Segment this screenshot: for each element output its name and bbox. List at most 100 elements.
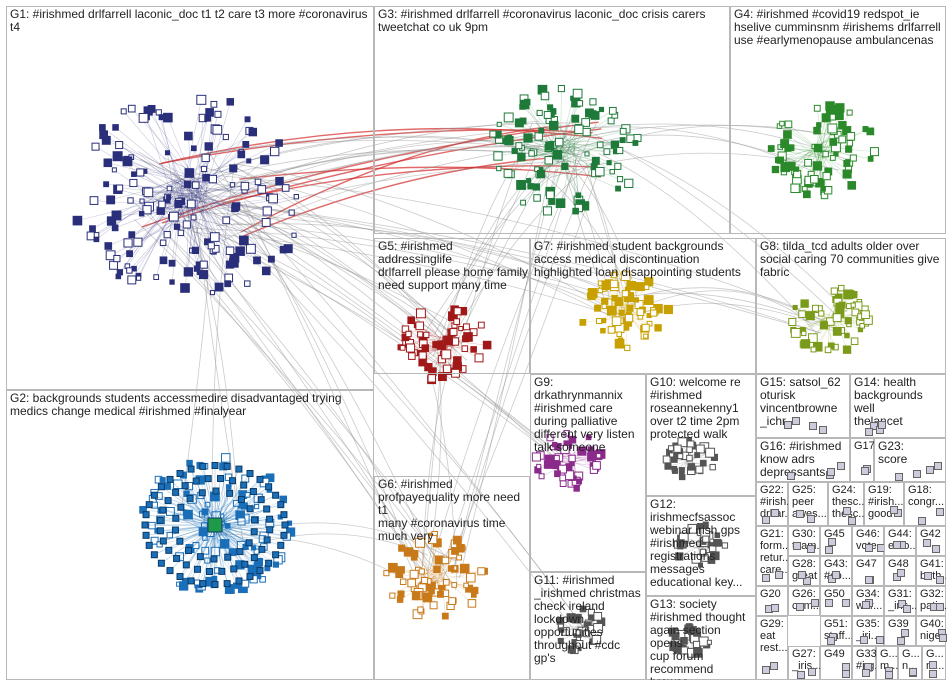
node-g15[interactable]	[809, 422, 817, 430]
group-panel-g43: G43: #co...	[820, 556, 852, 586]
node-g15[interactable]	[792, 417, 800, 425]
node-g42[interactable]	[932, 545, 940, 553]
group-label-g48: G48	[888, 558, 909, 570]
node-g20[interactable]	[771, 604, 779, 612]
group-label-g12: G12: irishmecfsassoc webinar irish gps #…	[650, 498, 743, 589]
node-g48[interactable]	[897, 569, 905, 577]
node-g26[interactable]	[796, 603, 804, 611]
node-g30[interactable]	[807, 545, 815, 553]
group-panel-g29: G29: eat rest...	[756, 616, 788, 680]
group-panel-g38: G... m...	[922, 646, 946, 680]
node-g44[interactable]	[893, 541, 901, 549]
node-g51[interactable]	[827, 637, 835, 645]
node-g26[interactable]	[811, 599, 819, 607]
node-g5[interactable]	[428, 375, 435, 382]
group-panel-g13: G13: society #irishmed thought again sec…	[646, 596, 756, 680]
group-label-g49: G49	[824, 648, 845, 660]
node-g18[interactable]	[918, 517, 926, 525]
group-panel-g32: G32: pati...	[916, 586, 946, 616]
node-g24[interactable]	[848, 517, 856, 525]
node-g49[interactable]	[842, 663, 850, 671]
node-g36[interactable]	[885, 671, 893, 679]
group-panel-g37: G... n...	[898, 646, 922, 680]
node-g21[interactable]	[775, 571, 783, 579]
node-g28[interactable]	[798, 571, 806, 579]
group-panel-g31: G31: _iris...	[884, 586, 916, 616]
node-g16[interactable]	[837, 462, 845, 470]
node-g25[interactable]	[796, 510, 804, 518]
group-panel-g19: G19: #irish... good	[864, 482, 904, 526]
group-panel-g20: G20	[756, 586, 788, 616]
group-panel-g41: G41: both...	[916, 556, 946, 586]
group-panel-g4: G4: #irishmed #covid19 redspot_ie hseliv…	[730, 6, 946, 234]
node-g38[interactable]	[929, 661, 937, 669]
node-g17[interactable]	[861, 467, 869, 475]
node-g35[interactable]	[876, 636, 884, 644]
node-g43[interactable]	[832, 571, 840, 579]
node-g18[interactable]	[936, 508, 944, 516]
group-panel-g26: G26: com...	[788, 586, 820, 616]
node-g15[interactable]	[784, 421, 792, 429]
node-g41[interactable]	[924, 572, 932, 580]
node-g39[interactable]	[901, 629, 909, 637]
node-g24[interactable]	[843, 507, 851, 515]
node-g34[interactable]	[862, 601, 870, 609]
node-g38[interactable]	[929, 670, 937, 678]
node-g32[interactable]	[936, 603, 944, 611]
node-g37[interactable]	[909, 668, 917, 676]
group-panel-g28: G28: great	[788, 556, 820, 586]
group-label-g4: G4: #irishmed #covid19 redspot_ie hseliv…	[734, 8, 941, 47]
node-g25[interactable]	[807, 515, 815, 523]
group-panel-g42: G42	[916, 526, 946, 556]
node-g29[interactable]	[762, 666, 770, 674]
node-g45[interactable]	[825, 546, 833, 554]
node-g27[interactable]	[797, 671, 805, 679]
group-panel-g2: G2: backgrounds students accessmedire di…	[6, 390, 374, 680]
node-g50[interactable]	[825, 599, 833, 607]
group-panel-g27: G27: _iris...	[788, 646, 820, 680]
group-panel-g44: G44: emo...	[884, 526, 916, 556]
node-g30[interactable]	[793, 542, 801, 550]
group-label-g5: G5: #irishmed addressinglife drlfarrell …	[378, 240, 529, 292]
node-g31[interactable]	[903, 605, 911, 613]
node-g14[interactable]	[878, 421, 886, 429]
node-g16[interactable]	[827, 468, 835, 476]
node-g15[interactable]	[819, 426, 827, 434]
group-panel-g30: G30: team...	[788, 526, 820, 556]
node-g22[interactable]	[771, 509, 779, 517]
node-g19[interactable]	[890, 506, 898, 514]
node-g21[interactable]	[762, 574, 770, 582]
node-g33[interactable]	[862, 669, 870, 677]
node-g47[interactable]	[865, 576, 873, 584]
group-panel-g35: G35: _iri...	[852, 616, 884, 646]
node-g23[interactable]	[913, 470, 921, 478]
node-g29[interactable]	[770, 662, 778, 670]
node-g23[interactable]	[934, 462, 942, 470]
node-g49[interactable]	[842, 670, 850, 678]
node-g41[interactable]	[936, 576, 944, 584]
node-g45[interactable]	[828, 538, 836, 546]
node-g50[interactable]	[842, 599, 850, 607]
group-label-g27: G27: _iris...	[792, 648, 820, 672]
group-label-g6: G6: #irishmed profpayequality more need …	[378, 478, 529, 543]
node-g22[interactable]	[762, 516, 770, 524]
group-panel-g15: G15: satsol_62 oturisk vincentbrowne _ic…	[756, 374, 850, 438]
node-g14[interactable]	[865, 428, 873, 436]
node-g46[interactable]	[865, 544, 873, 552]
node-g16[interactable]	[787, 472, 795, 480]
node-g42[interactable]	[923, 539, 931, 547]
node-g23[interactable]	[895, 473, 903, 481]
group-panel-g39: G39	[884, 616, 916, 646]
group-label-g29: G29: eat rest...	[760, 618, 788, 654]
group-panel-g22: G22: #irish... drlfar...	[756, 482, 788, 526]
node-g39[interactable]	[897, 637, 905, 645]
node-g23[interactable]	[926, 466, 934, 474]
node-g35[interactable]	[860, 636, 868, 644]
node-g27[interactable]	[808, 668, 816, 676]
group-panel-g51: G51: staff...	[820, 616, 852, 646]
group-panel-g12: G12: irishmecfsassoc webinar irish gps #…	[646, 496, 756, 596]
group-label-g1: G1: #irishmed drlfarrell laconic_doc t1 …	[10, 8, 368, 34]
group-label-g14: G14: health backgrounds well thelancet	[854, 376, 945, 428]
node-g40[interactable]	[939, 634, 947, 642]
group-panel-g45: G45	[820, 526, 852, 556]
